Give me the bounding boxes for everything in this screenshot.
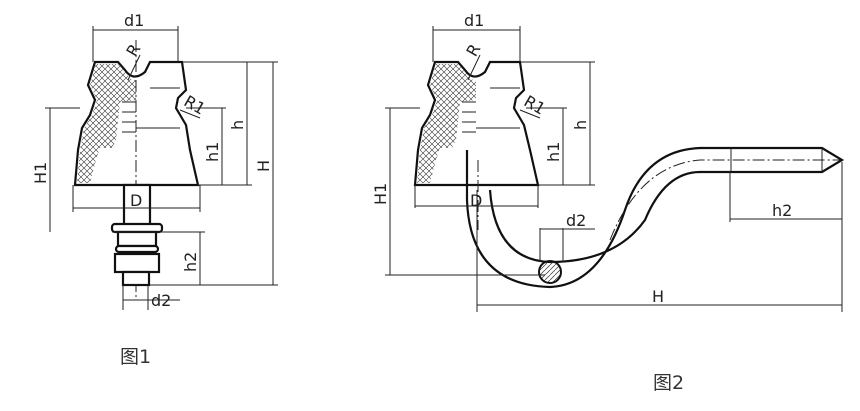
dim-label-h2: h2 — [181, 252, 200, 272]
dim-label-R1: R1 — [521, 91, 549, 118]
dim-label-d2: d2 — [151, 291, 171, 310]
dim-label-R: R — [462, 41, 484, 60]
spring-washer — [114, 244, 160, 254]
dim-label-H1: H1 — [31, 162, 50, 184]
figure-2-insulator-with-hook: d1 R R1 h1 h H1 D d2 h2 H — [371, 11, 845, 312]
dim-label-h: h — [228, 120, 247, 130]
dim-label-D: D — [130, 191, 142, 210]
dim-label-d2: d2 — [566, 211, 586, 230]
rod-cross-section — [538, 260, 562, 284]
washer — [110, 222, 164, 234]
figure-2-caption: 图2 — [653, 372, 685, 394]
dim-label-H: H — [652, 287, 664, 306]
dim-label-R: R — [122, 41, 144, 60]
dim-label-d1: d1 — [124, 11, 144, 30]
dim-label-h2: h2 — [772, 201, 792, 220]
bolt-end — [121, 270, 151, 287]
dim-label-h: h — [571, 120, 590, 130]
figure-1-insulator-with-bolt: d1 R R1 h1 h H H1 h2 D d2 — [31, 11, 278, 310]
dim-label-h1: h1 — [544, 142, 563, 162]
dim-label-d1: d1 — [464, 11, 484, 30]
nut-upper — [116, 230, 158, 248]
dim-label-H: H — [254, 160, 273, 172]
dim-label-H1: H1 — [371, 183, 390, 205]
dim-label-R1: R1 — [181, 91, 209, 118]
dim-label-h1: h1 — [203, 142, 222, 162]
figure-1-caption: 图1 — [120, 346, 152, 368]
dim-label-D: D — [470, 191, 482, 210]
nut-lower — [113, 252, 161, 274]
